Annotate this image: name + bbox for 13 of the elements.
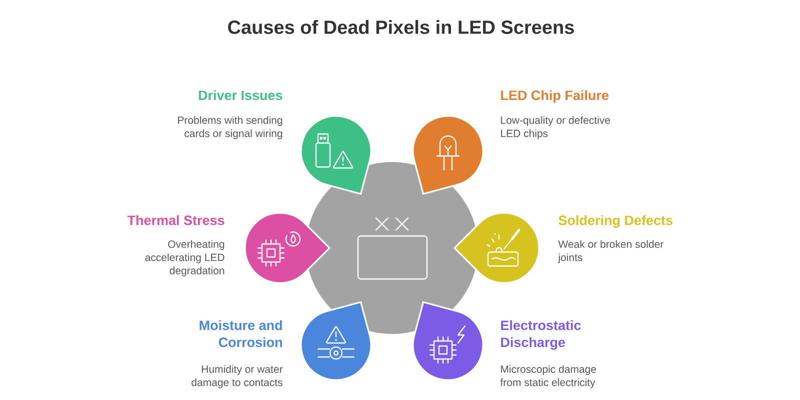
heading: Thermal Stress xyxy=(127,215,224,226)
heading: LED Chip Failure xyxy=(501,90,608,103)
description: Microscopic damage from static electricity xyxy=(500,365,596,388)
heading: Soldering Defects xyxy=(558,215,672,228)
description: Overheating accelerating LED degradation xyxy=(145,240,224,276)
description: Humidity or water damage to contacts xyxy=(192,365,283,388)
heading: Moisture and Corrosion xyxy=(200,320,282,348)
heading: Electrostatic Discharge xyxy=(501,320,581,350)
title: Causes of Dead Pixels in LED Screens xyxy=(228,20,574,34)
description: Problems with sending cards or signal wiring xyxy=(178,116,282,140)
description: Weak or broken solder joints xyxy=(558,240,664,264)
heading: Driver Issues xyxy=(198,90,282,100)
description: Low-quality or defective LED chips xyxy=(501,116,610,140)
